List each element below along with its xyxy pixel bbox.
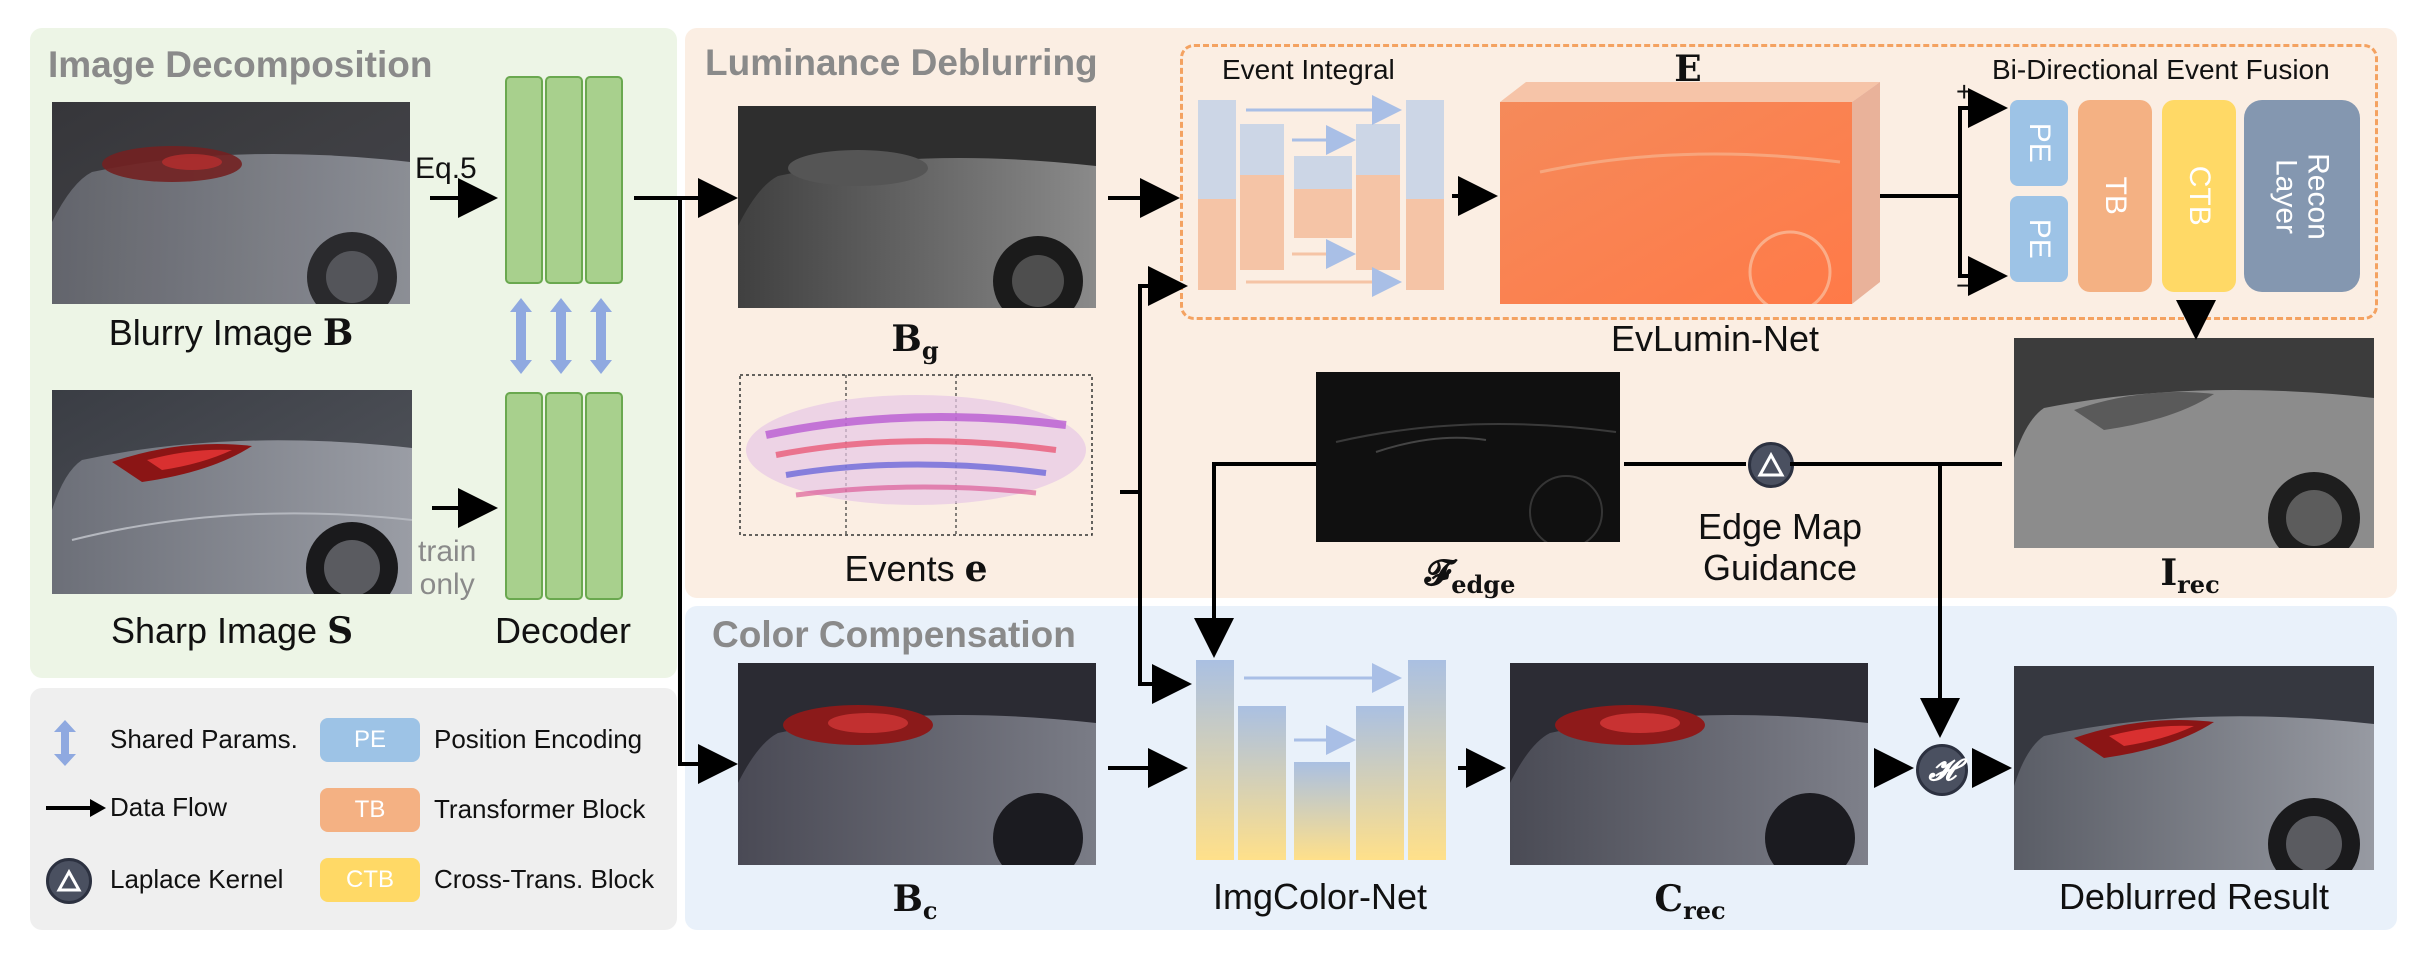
irec-image (2014, 338, 2374, 548)
crec-symbol: Crec (1654, 878, 1726, 926)
edge-guidance-label: Edge Map Guidance (1697, 506, 1863, 589)
imgcolor-bar-3 (1294, 762, 1350, 860)
fusion-h-node: 𝓗 (1916, 744, 1968, 796)
laplace-kernel-icon (46, 858, 92, 904)
tb-block: TB (2078, 100, 2152, 292)
data-flow-icon (44, 796, 108, 820)
event-integral-bar-2 (1240, 124, 1284, 270)
blurry-image-label: Blurry Image B (108, 312, 354, 354)
irec-symbol: Irec (2160, 552, 2220, 600)
legend-position-encoding: Position Encoding (434, 724, 643, 754)
ctb-block: CTB (2162, 100, 2236, 292)
encoder-block-3 (585, 76, 623, 284)
event-integral-bar-3 (1294, 156, 1352, 238)
e-volume (1500, 82, 1880, 304)
minus-sign: − (1956, 270, 1973, 301)
evlumin-net-label: EvLumin-Net (1610, 318, 1820, 359)
edge-map-image (1316, 372, 1620, 542)
legend-shared-params: Shared Params. (110, 724, 298, 754)
section-title-luminance: Luminance Deblurring (705, 42, 1098, 83)
fusion-h-symbol: 𝓗 (1928, 752, 1956, 788)
events-label: Events e (844, 548, 988, 590)
legend-laplace-kernel: Laplace Kernel (110, 864, 284, 894)
legend-cross-trans-block: Cross-Trans. Block (434, 864, 655, 894)
pe-block-bottom: PE (2010, 196, 2068, 282)
decoder-block-3 (585, 392, 623, 600)
edge-symbol: 𝓕edge (1424, 552, 1516, 600)
bg-symbol: Bg (891, 318, 939, 366)
imgcolor-bar-1 (1196, 660, 1234, 860)
laplace-kernel-node (1748, 442, 1794, 488)
recon-layer-block: Recon Layer (2244, 100, 2360, 292)
section-title-decomposition: Image Decomposition (48, 44, 433, 85)
imgcolor-bar-2 (1238, 706, 1286, 860)
event-integral-bar-5 (1406, 100, 1444, 290)
encoder-block-1 (505, 76, 543, 284)
section-title-color: Color Compensation (712, 614, 1076, 655)
sharp-image-label: Sharp Image S (110, 610, 354, 652)
legend-tb-badge: TB (320, 788, 420, 832)
pe-block-top: PE (2010, 100, 2068, 186)
legend-pe-badge: PE (320, 718, 420, 762)
eq5-label: Eq.5 (415, 152, 477, 185)
decoder-block-2 (545, 392, 583, 600)
legend-ctb-badge: CTB (320, 858, 420, 902)
deblurred-result-label: Deblurred Result (2058, 876, 2330, 917)
legend-transformer-block: Transformer Block (434, 794, 646, 824)
sharp-image (52, 390, 412, 594)
imgcolor-bar-5 (1408, 660, 1446, 860)
blurry-image (52, 102, 410, 304)
legend-data-flow: Data Flow (110, 792, 228, 822)
event-integral-bar-1 (1198, 100, 1236, 290)
deblurred-result-image (2014, 666, 2374, 870)
plus-sign: + (1956, 76, 1973, 107)
bg-image (738, 106, 1096, 308)
imgcolor-bar-4 (1356, 706, 1404, 860)
decoder-block-1 (505, 392, 543, 600)
shared-params-icon (50, 718, 80, 768)
fusion-title: Bi-Directional Event Fusion (1992, 54, 2330, 85)
evlumin-dashed-box (1180, 44, 2378, 320)
imgcolor-net-label: ImgColor-Net (1212, 876, 1428, 917)
bc-symbol: Bc (892, 878, 938, 926)
bc-image (738, 663, 1096, 865)
event-integral-label: Event Integral (1222, 54, 1395, 85)
encoder-block-2 (545, 76, 583, 284)
train-only-label: train only (418, 535, 477, 601)
decoder-label: Decoder (494, 610, 632, 651)
crec-image (1510, 663, 1868, 865)
events-volume (736, 365, 1096, 545)
event-integral-bar-4 (1356, 124, 1400, 270)
